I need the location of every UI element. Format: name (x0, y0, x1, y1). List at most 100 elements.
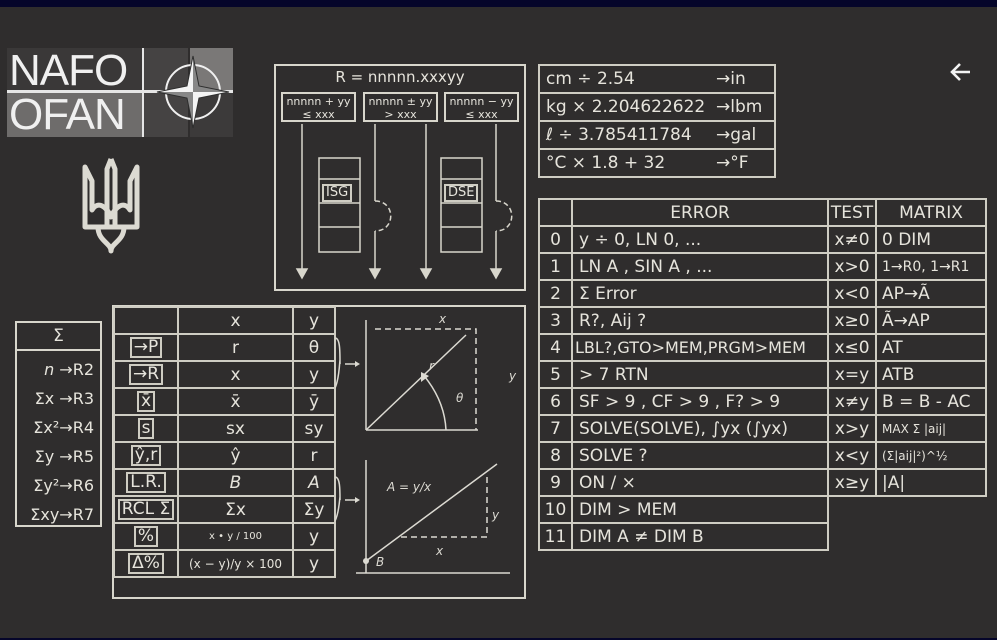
sigma-label: Σx (34, 389, 55, 408)
error-cell: SF > 9 , CF > 9 , F? > 9 (571, 387, 829, 416)
header-index (538, 198, 573, 227)
sigma-label: Σxy (30, 505, 60, 524)
conversion-row: cm ÷ 2.54→in (538, 64, 776, 94)
y-cell: y (292, 522, 336, 551)
test-cell: x<0 (827, 279, 877, 308)
estimate-key: ŷ,r (130, 445, 162, 466)
conversion-row: ℓ ÷ 3.785411784→gal (538, 120, 776, 150)
top-bar (0, 0, 997, 7)
x-cell: B (177, 468, 294, 497)
case-box-1: nnnnn + yy ≤ xxx (281, 92, 356, 122)
header-error: ERROR (571, 198, 829, 227)
y-cell: ȳ (292, 387, 336, 416)
x-cell: r (177, 333, 294, 362)
y-cell: A (292, 468, 336, 497)
sigma-row: Σx →R3 (34, 389, 94, 408)
matrix-cell: Ã→AP (875, 306, 987, 335)
x-cell: ŷ (177, 441, 294, 470)
test-cell: x<y (827, 441, 877, 470)
test-cell: x≠0 (827, 225, 877, 254)
conversion-table: cm ÷ 2.54→in kg × 2.204622622→lbm ℓ ÷ 3.… (538, 64, 776, 178)
sigma-table: Σ n →R2 Σx →R3 Σx²→R4 Σy →R5 Σy²→R6 Σxy→… (15, 321, 102, 527)
polar-r-label: r (429, 359, 435, 373)
case-3-line2: ≤ xxx (465, 108, 498, 121)
error-cell: y ÷ 0, LN 0, ... (571, 225, 829, 254)
y-cell: y (292, 360, 336, 389)
table-row: x̄x̄ȳ (113, 387, 336, 416)
conversion-expr: ℓ ÷ 3.785411784 (546, 125, 692, 145)
header-key (113, 306, 179, 335)
case-box-3: nnnnn − yy ≤ xxx (444, 92, 519, 122)
rect-key: →R (128, 364, 164, 385)
header-x: x (177, 306, 294, 335)
bottom-bar (0, 638, 997, 640)
sigma-label: n (44, 360, 55, 379)
header-y: y (292, 306, 336, 335)
isg-key: ISG (322, 184, 353, 202)
row-index: 4 (538, 333, 573, 362)
error-cell: LBL?,GTO>MEM,PRGM>MEM (571, 333, 829, 362)
polar-diagram: x y r θ (335, 312, 517, 431)
sigma-label: Σy² (33, 476, 60, 495)
matrix-cell: AT (875, 333, 987, 362)
case-1-line2: ≤ xxx (302, 108, 335, 121)
delta-percent-key: Δ% (128, 553, 164, 574)
test-cell: x≤0 (827, 333, 877, 362)
test-cell: x≠y (827, 387, 877, 416)
test-cell: x≥y (827, 468, 877, 497)
row-index: 10 (538, 495, 573, 524)
header-matrix: MATRIX (875, 198, 987, 227)
row-index: 0 (538, 225, 573, 254)
error-cell: SOLVE(SOLVE), ∫yx (∫yx) (571, 414, 829, 443)
error-cell: Σ Error (571, 279, 829, 308)
conversion-expr: cm ÷ 2.54 (546, 69, 635, 89)
sigma-register: R3 (72, 389, 94, 408)
test-cell: x>0 (827, 252, 877, 281)
ukraine-trident-icon (82, 158, 140, 254)
conversion-expr: °C × 1.8 + 32 (546, 153, 666, 173)
sigma-row: Σy →R5 (34, 447, 94, 466)
x-cell: sx (177, 414, 294, 443)
sigma-header: Σ (17, 323, 100, 351)
error-cell: LN A , SIN A , ... (571, 252, 829, 281)
polar-key: →P (129, 337, 163, 358)
x-cell: x • y / 100 (177, 522, 294, 551)
storage-diagram: R = nnnnn.xxxyy nnnnn + yy ≤ xxx nnnnn ±… (274, 64, 526, 291)
arrow-left-icon[interactable] (948, 60, 974, 84)
error-cell: > 7 RTN (571, 360, 829, 389)
row-index: 3 (538, 306, 573, 335)
matrix-cell: MAX Σ |aij| (875, 414, 987, 443)
test-cell: x=y (827, 360, 877, 389)
sigma-register: R6 (72, 476, 94, 495)
polar-y-label: y (508, 369, 517, 383)
linear-b-label: B (376, 555, 384, 569)
case-box-2: nnnnn ± yy > xxx (363, 92, 438, 122)
matrix-cell: 0 DIM (875, 225, 987, 254)
x-cell: (x − y)/y × 100 (177, 549, 294, 578)
row-index: 11 (538, 522, 573, 551)
storage-arrows (295, 124, 513, 280)
y-cell: sy (292, 414, 336, 443)
stats-header-row: x y (113, 306, 336, 335)
header-test: TEST (827, 198, 877, 227)
sigma-label: Σx² (33, 418, 60, 437)
error-cell: R?, Aij ? (571, 306, 829, 335)
sigma-register: R5 (72, 447, 94, 466)
sigma-label: Σy (34, 447, 55, 466)
error-cell: DIM A ≠ DIM B (571, 522, 829, 551)
linear-regression-diagram: A = y/x x y B (335, 460, 510, 574)
nafo-logo: NAFO OFAN (7, 46, 233, 139)
